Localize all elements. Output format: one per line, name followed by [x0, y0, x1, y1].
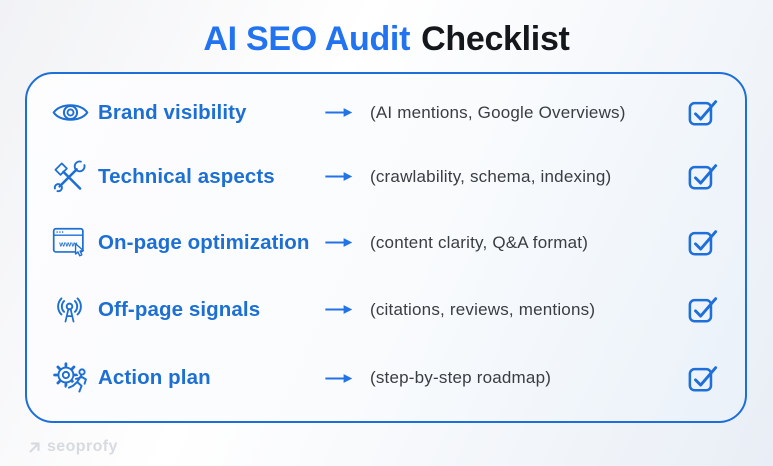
- eye-icon: [52, 98, 98, 127]
- row-label: On-page optimization: [98, 230, 310, 254]
- arrow-right-icon: [324, 170, 370, 183]
- checkbox-checked-icon[interactable]: [688, 162, 718, 191]
- row-label: Brand visibility: [98, 100, 247, 124]
- hammer-wrench-icon: [52, 160, 98, 194]
- arrow-right-icon: [324, 236, 370, 249]
- page-title: AI SEO Audit Checklist: [0, 20, 773, 59]
- row-description: (citations, reviews, mentions): [370, 299, 596, 319]
- seoprofy-logo: seoprofy: [28, 438, 118, 456]
- row-label: Off-page signals: [98, 297, 261, 321]
- checklist-row-brand-visibility: Brand visibility (AI mentions, Google Ov…: [52, 98, 718, 127]
- row-label: Technical aspects: [98, 164, 275, 188]
- checklist-row-technical-aspects: Technical aspects (crawlability, schema,…: [52, 160, 718, 194]
- checklist-row-on-page-optimization: www On-page optimization (content clarit…: [52, 226, 718, 259]
- arrow-right-icon: [324, 303, 370, 316]
- svg-text:www: www: [58, 240, 77, 249]
- row-description: (AI mentions, Google Overviews): [370, 102, 626, 122]
- checkbox-checked-icon[interactable]: [688, 228, 718, 257]
- arrow-right-icon: [324, 372, 370, 385]
- row-description: (step-by-step roadmap): [370, 368, 552, 388]
- checklist-row-off-page-signals: Off-page signals (citations, reviews, me…: [52, 292, 718, 327]
- logo-text: seoprofy: [47, 438, 118, 455]
- checkbox-checked-icon[interactable]: [688, 364, 718, 393]
- browser-window-icon: www: [52, 226, 98, 259]
- checklist-card: Brand visibility (AI mentions, Google Ov…: [25, 72, 747, 423]
- arrow-right-icon: [324, 106, 370, 119]
- checkbox-checked-icon[interactable]: [688, 98, 718, 127]
- checklist-row-action-plan: Action plan (step-by-step roadmap): [52, 360, 718, 397]
- broadcast-antenna-icon: [52, 292, 98, 327]
- row-description: (content clarity, Q&A format): [370, 232, 589, 252]
- title-highlight: AI SEO Audit: [203, 20, 411, 58]
- checkbox-checked-icon[interactable]: [688, 295, 718, 324]
- row-description: (crawlability, schema, indexing): [370, 166, 612, 186]
- title-rest: Checklist: [421, 20, 570, 58]
- row-label: Action plan: [98, 366, 211, 390]
- gear-runner-icon: [52, 360, 98, 397]
- arrow-up-right-icon: [28, 441, 41, 454]
